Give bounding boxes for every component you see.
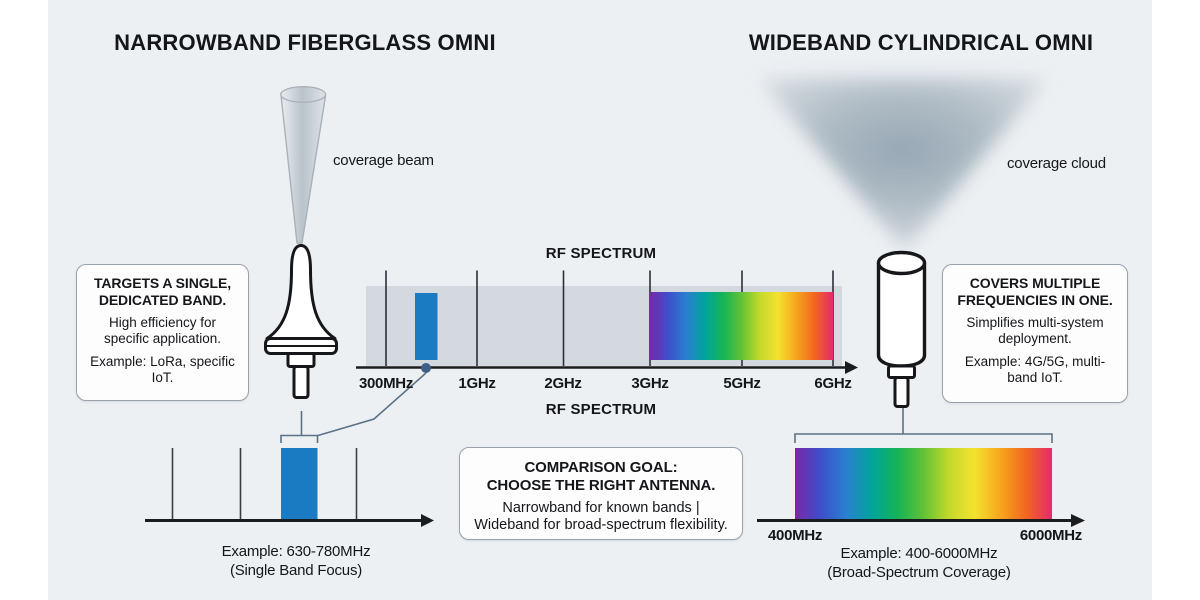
tick-label-2ghz: 2GHz [544,375,582,392]
wideband-callout-example: Example: 4G/5G, multi-band IoT. [964,354,1106,385]
single-band-bar [281,448,318,519]
broad-spectrum-chart [757,448,1085,527]
broad-spectrum-caption-line2: (Broad-Spectrum Coverage) [827,564,1011,581]
tick-label-1ghz: 1GHz [458,375,496,392]
comparison-goal-box: COMPARISON GOAL: CHOOSE THE RIGHT ANTENN… [459,447,743,540]
rf-spectrum-band [356,270,858,374]
comparison-body: Narrowband for known bands | Wideband fo… [474,500,728,533]
comparison-heading-line1: COMPARISON GOAL: [524,459,678,476]
narrowband-marker-dot [421,363,431,373]
wideband-callout-box: COVERS MULTIPLE FREQUENCIES IN ONE. Simp… [942,264,1128,403]
narrowband-callout-body: High efficiency for specific application… [103,315,222,346]
tick-label-300mhz: 300MHz [358,375,414,392]
coverage-cloud-shape [758,78,1048,250]
narrowband-callout-heading: TARGETS A SINGLE, DEDICATED BAND. [93,275,231,308]
wideband-gradient-bar [650,292,833,360]
fiberglass-omni-antenna [264,244,338,399]
narrowband-callout-example: Example: LoRa, specific IoT. [90,354,235,385]
single-band-caption-line2: (Single Band Focus) [229,562,363,579]
right-title: WIDEBAND CYLINDRICAL OMNI [748,30,1094,55]
tick-label-6ghz: 6GHz [814,375,852,392]
coverage-cloud-label: coverage cloud [1007,155,1106,172]
comparison-heading-line2: CHOOSE THE RIGHT ANTENNA. [486,477,716,494]
rf-spectrum-title-bottom: RF SPECTRUM [545,401,657,418]
broad-spectrum-caption-line1: Example: 400-6000MHz [840,545,998,562]
tick-label-5ghz: 5GHz [723,375,761,392]
rf-spectrum-title-top: RF SPECTRUM [545,245,657,262]
single-band-caption: Example: 630-780MHz (Single Band Focus) [176,542,416,580]
broad-spectrum-end-label: 6000MHz [1019,527,1082,544]
single-band-chart [145,448,434,527]
broad-spectrum-gradient-bar [795,448,1052,520]
coverage-beam-label: coverage beam [333,152,434,169]
connector-lines [280,372,1053,443]
spectrum-axis [356,361,858,374]
coverage-beam-shape [280,85,327,244]
broad-spectrum-start-label: 400MHz [768,527,823,544]
tick-label-3ghz: 3GHz [631,375,669,392]
comparison-heading: COMPARISON GOAL: CHOOSE THE RIGHT ANTENN… [474,459,728,495]
narrowband-bar [415,293,438,360]
single-band-caption-line1: Example: 630-780MHz [221,543,371,560]
left-title: NARROWBAND FIBERGLASS OMNI [114,30,496,55]
cylindrical-omni-antenna [876,250,927,408]
left-bracket [280,434,319,443]
wideband-callout-body: Simplifies multi-system deployment. [966,315,1104,346]
wideband-callout-heading: COVERS MULTIPLE FREQUENCIES IN ONE. [957,275,1113,308]
right-bracket [794,433,1053,443]
broad-spectrum-caption: Example: 400-6000MHz (Broad-Spectrum Cov… [795,544,1043,582]
narrowband-callout-box: TARGETS A SINGLE, DEDICATED BAND. High e… [76,264,249,401]
dot-to-bracket-line [317,372,427,437]
